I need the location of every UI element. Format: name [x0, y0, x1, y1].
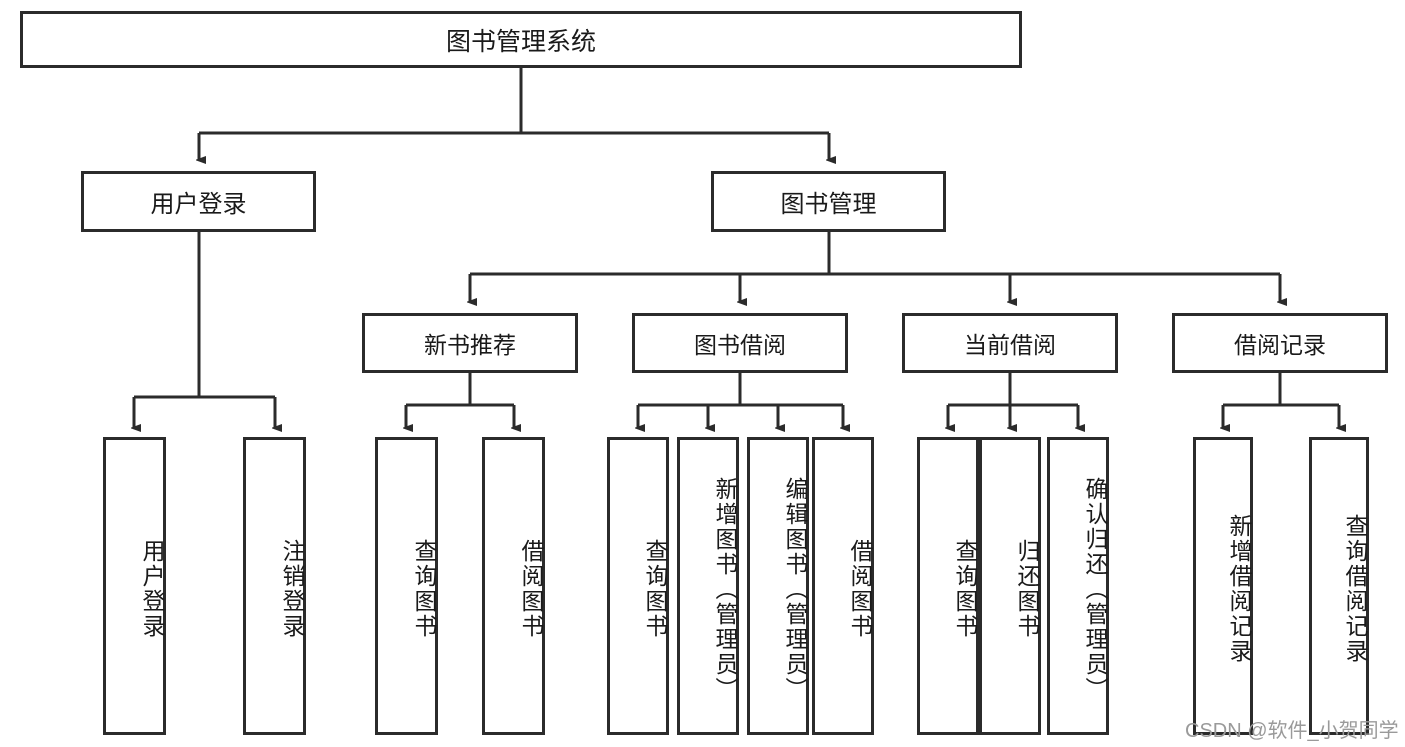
node-user-login[interactable]: 用户登录 [81, 171, 316, 232]
leaf-query-borrow-record[interactable]: 查询借阅记录 [1309, 437, 1369, 735]
leaf-add-book-admin[interactable]: 新增图书（管理员） [677, 437, 739, 735]
node-borrow-record[interactable]: 借阅记录 [1172, 313, 1388, 373]
node-book-management[interactable]: 图书管理 [711, 171, 946, 232]
csdn-watermark: CSDN @软件_小贺同学 [1185, 720, 1399, 742]
leaf-query-book-borrow[interactable]: 查询图书 [607, 437, 669, 735]
leaf-return-book[interactable]: 归还图书 [979, 437, 1041, 735]
node-root-system[interactable]: 图书管理系统 [20, 11, 1022, 68]
node-book-borrow[interactable]: 图书借阅 [632, 313, 848, 373]
leaf-logout[interactable]: 注销登录 [243, 437, 306, 735]
leaf-borrow-book-recommend[interactable]: 借阅图书 [482, 437, 545, 735]
leaf-query-book-recommend[interactable]: 查询图书 [375, 437, 438, 735]
leaf-add-borrow-record[interactable]: 新增借阅记录 [1193, 437, 1253, 735]
leaf-confirm-return-admin[interactable]: 确认归还（管理员） [1047, 437, 1109, 735]
leaf-edit-book-admin[interactable]: 编辑图书（管理员） [747, 437, 809, 735]
leaf-query-book-current[interactable]: 查询图书 [917, 437, 979, 735]
node-new-book-recommend[interactable]: 新书推荐 [362, 313, 578, 373]
node-current-borrow[interactable]: 当前借阅 [902, 313, 1118, 373]
leaf-borrow-book[interactable]: 借阅图书 [812, 437, 874, 735]
leaf-user-login[interactable]: 用户登录 [103, 437, 166, 735]
